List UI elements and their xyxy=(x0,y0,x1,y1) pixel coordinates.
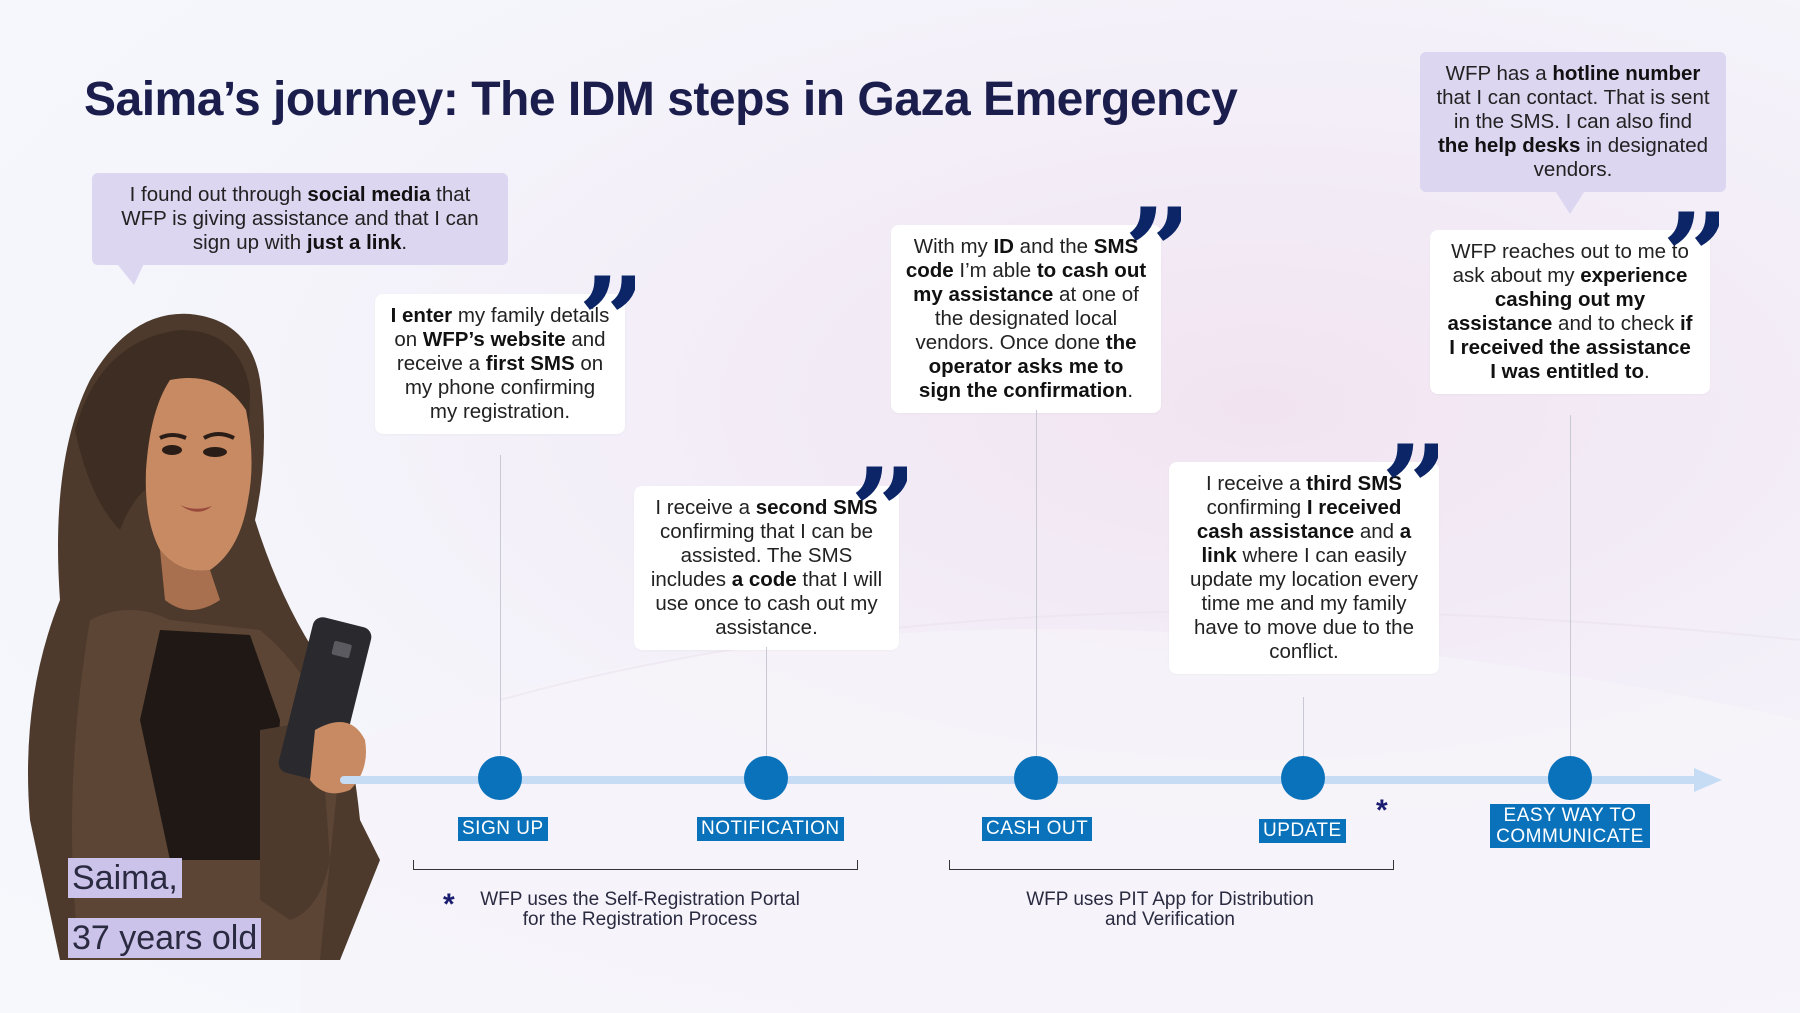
bold-text: to cash out my assistance xyxy=(913,259,1147,306)
text: in designated vendors. xyxy=(1533,134,1709,181)
hotline-speech-bubble: WFP has a hotline number that I can cont… xyxy=(1420,52,1726,192)
text: my family details on xyxy=(394,304,610,351)
asterisk-marker: * xyxy=(443,888,455,921)
quote-bubble-communicate: WFP reaches out to me to ask about my ex… xyxy=(1430,230,1710,394)
text: WFP has a xyxy=(1445,62,1553,85)
timeline-arrow-icon xyxy=(1694,768,1722,792)
text: and the xyxy=(1013,235,1094,258)
bold-text: SMS code xyxy=(905,235,1139,282)
timeline-dot-signup xyxy=(478,756,522,800)
page-title: Saima’s journey: The IDM steps in Gaza E… xyxy=(84,73,1238,126)
bracket-registration xyxy=(413,860,858,870)
timeline-dot-communicate xyxy=(1548,756,1592,800)
text: where I can easily update my location ev… xyxy=(1190,544,1418,663)
bold-text: I received cash assistance xyxy=(1196,496,1402,543)
text: confirming that I can be assisted. The S… xyxy=(650,520,874,591)
bold-text: social media xyxy=(307,183,431,206)
text: I receive a xyxy=(655,496,756,519)
step-label-communicate: EASY WAY TO COMMUNICATE xyxy=(1490,804,1650,848)
timeline-dot-update xyxy=(1281,756,1325,800)
text: that WFP is giving assistance and that I… xyxy=(121,183,479,254)
hotline-bubble-tail xyxy=(1552,186,1588,214)
text: . xyxy=(1644,360,1650,383)
intro-bubble-tail xyxy=(110,255,148,285)
connector-line xyxy=(1570,415,1571,757)
bold-text: just a link xyxy=(306,231,402,254)
bold-text: a code xyxy=(731,568,797,591)
asterisk-marker: * xyxy=(1376,794,1388,827)
text: I receive a xyxy=(1206,472,1307,495)
bold-text: the help desks xyxy=(1437,134,1581,157)
bold-text: WFP’s website xyxy=(422,328,566,351)
bold-text: second SMS xyxy=(755,496,878,519)
saima-illustration xyxy=(28,313,380,960)
persona-age: 37 years old xyxy=(68,918,262,958)
quote-mark-icon: ” xyxy=(1381,430,1438,500)
text: . xyxy=(401,231,408,254)
quote-bubble-notification: I receive a second SMS confirming that I… xyxy=(634,486,899,650)
bold-text: if I received the assistance I was entit… xyxy=(1449,312,1693,383)
text: and to check xyxy=(1552,312,1680,335)
text: . xyxy=(1127,379,1134,402)
intro-speech-bubble: I found out through social media that WF… xyxy=(92,173,508,265)
quote-bubble-update: I receive a third SMS confirming I recei… xyxy=(1169,462,1439,674)
step-label-update: UPDATE xyxy=(1259,819,1346,843)
step-label-cashout: CASH OUT xyxy=(982,817,1093,841)
text: confirming xyxy=(1206,496,1307,519)
bold-text: experience cashing out my assistance xyxy=(1447,264,1688,335)
bold-text: third SMS xyxy=(1306,472,1402,495)
quote-mark-icon: ” xyxy=(850,453,907,523)
bracket-distribution xyxy=(949,860,1394,870)
connector-line xyxy=(766,647,767,757)
step-label-notification: NOTIFICATION xyxy=(697,817,844,841)
timeline-dot-cashout xyxy=(1014,756,1058,800)
bold-text: a link xyxy=(1201,520,1412,567)
bold-text: hotline number xyxy=(1552,62,1701,85)
text: I found out through xyxy=(129,183,308,206)
quote-mark-icon: ” xyxy=(1124,193,1181,263)
bold-text: I enter xyxy=(390,304,453,327)
timeline-dot-notification xyxy=(744,756,788,800)
bold-text: the operator asks me to sign the confirm… xyxy=(918,331,1137,402)
text: WFP reaches out to me to ask about my xyxy=(1451,240,1689,287)
text: that I can contact. That is sent in the … xyxy=(1436,86,1710,133)
persona-name: Saima, xyxy=(68,858,182,898)
note-distribution: WFP uses PIT App for Distribution and Ve… xyxy=(1026,889,1314,930)
bold-text: ID xyxy=(993,235,1014,258)
text: and receive a xyxy=(396,328,606,375)
quote-bubble-signup: I enter my family details on WFP’s websi… xyxy=(375,294,625,434)
text: I’m able xyxy=(953,259,1037,282)
quote-bubble-cashout: With my ID and the SMS code I’m able to … xyxy=(891,225,1161,413)
connector-line xyxy=(1303,697,1304,757)
quote-mark-icon: ” xyxy=(1662,198,1719,268)
text: and xyxy=(1354,520,1400,543)
connector-line xyxy=(500,455,501,755)
note-registration: WFP uses the Self-Registration Portal fo… xyxy=(480,889,800,930)
text: on my phone confirming my registration. xyxy=(404,352,604,423)
quote-mark-icon: ” xyxy=(578,262,635,332)
bold-text: first SMS xyxy=(485,352,575,375)
text: at one of the designated local vendors. … xyxy=(915,283,1139,354)
text: With my xyxy=(913,235,994,258)
connector-line xyxy=(1036,410,1037,758)
step-label-signup: SIGN UP xyxy=(458,817,548,841)
text: that I will use once to cash out my assi… xyxy=(655,568,883,639)
